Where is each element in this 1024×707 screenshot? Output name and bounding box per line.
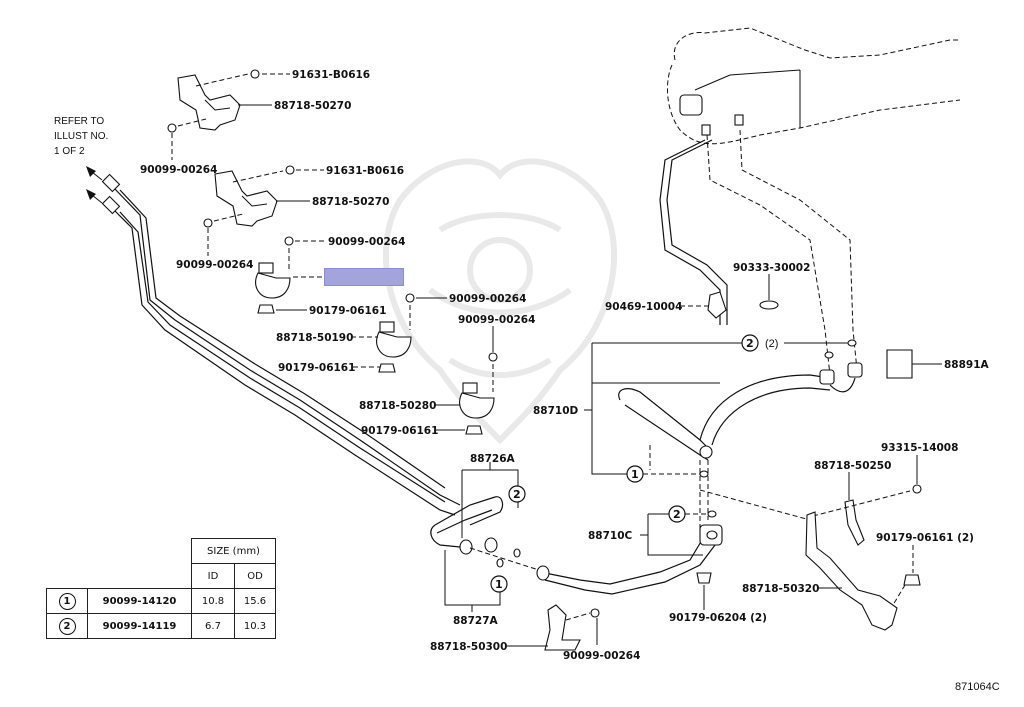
part-label-90469-10004[interactable]: 90469-10004 — [605, 301, 682, 313]
refer-note-line1: REFER TO — [54, 116, 104, 127]
part-label-90099-00264-b[interactable]: 90099-00264 — [176, 259, 253, 271]
nut-90179-06204 — [696, 572, 712, 584]
left-pipe-assembly — [101, 173, 461, 516]
bracket-88718-50300 — [544, 604, 600, 651]
figure-id: 871064C — [955, 681, 1000, 693]
table-row: 1 90099-14120 10.8 15.6 — [46, 588, 276, 614]
part-label-88710d[interactable]: 88710D — [533, 405, 579, 417]
clamp-88718-50280 — [459, 352, 498, 435]
bracket-88718-50320 — [805, 511, 898, 631]
refer-note-line2: ILLUST NO. — [54, 131, 108, 142]
callout-2-qty: (2) — [765, 338, 778, 350]
part-label-91631-b0616-b[interactable]: 91631-B0616 — [326, 165, 404, 177]
part-label-90099-00264-f[interactable]: 90099-00264 — [563, 650, 640, 662]
part-label-88727a[interactable]: 88727A — [453, 615, 499, 627]
part-label-90099-00264-a[interactable]: 90099-00264 — [140, 164, 217, 176]
clip-90469-10004 — [707, 291, 727, 319]
part-label-90179-06161-b[interactable]: 90179-06161 — [278, 362, 355, 374]
bracket-88718-50270-lower — [203, 165, 295, 228]
callout-number: 2 — [513, 488, 521, 501]
highlighted-part-label[interactable] — [324, 268, 404, 286]
part-label-90179-06204[interactable]: 90179-06204 (2) — [669, 612, 767, 624]
inner-diameter: 10.8 — [191, 588, 235, 614]
callout-number: 1 — [631, 468, 639, 481]
part-label-88718-50270-b[interactable]: 88718-50270 — [312, 196, 389, 208]
part-label-88718-50320[interactable]: 88718-50320 — [742, 583, 819, 595]
callout-2-88726a — [508, 485, 526, 503]
part-label-90179-06161-c[interactable]: 90179-06161 — [361, 425, 438, 437]
part-label-88891a[interactable]: 88891A — [944, 359, 990, 371]
outer-diameter: 15.6 — [234, 588, 276, 614]
ref-badge: 2 — [58, 617, 76, 635]
part-label-88718-50250[interactable]: 88718-50250 — [814, 460, 891, 472]
nut-90179-06161-d — [903, 574, 921, 586]
outer-diameter: 10.3 — [234, 613, 276, 639]
part-label-90099-00264-c[interactable]: 90099-00264 — [328, 236, 405, 248]
size-table: SIZE (mm) ID OD 1 90099-14120 10.8 15.6 … — [46, 538, 276, 639]
tank-component — [659, 27, 961, 325]
watermark-emblem — [382, 158, 618, 445]
part-number[interactable]: 90099-14120 — [87, 588, 192, 614]
callout-number: 2 — [746, 337, 754, 350]
part-label-90333-30002[interactable]: 90333-30002 — [733, 262, 810, 274]
refer-note-line3: 1 OF 2 — [54, 146, 85, 157]
pipe-88726a — [430, 496, 504, 555]
table-header-row: SIZE (mm) — [47, 538, 276, 564]
part-label-90099-00264-d[interactable]: 90099-00264 — [449, 293, 526, 305]
ref-badge: 1 — [58, 592, 76, 610]
bracket-88718-50250 — [844, 499, 865, 546]
part-label-88710c[interactable]: 88710C — [588, 530, 633, 542]
table-subheader-row: ID OD — [47, 563, 276, 589]
grommet-90333-30002 — [759, 300, 779, 310]
clamp-88718-50190 — [376, 293, 415, 373]
sleeve-88891a — [886, 349, 913, 379]
part-label-88718-50190[interactable]: 88718-50190 — [276, 332, 353, 344]
part-label-90099-00264-e[interactable]: 90099-00264 — [458, 314, 535, 326]
part-label-93315-14008[interactable]: 93315-14008 — [881, 442, 958, 454]
callout-2-88710d — [741, 334, 759, 352]
header-size: SIZE (mm) — [191, 538, 276, 564]
header-id: ID — [191, 563, 235, 589]
part-label-88718-50270-a[interactable]: 88718-50270 — [274, 100, 351, 112]
callout-number: 2 — [673, 508, 681, 521]
inner-diameter: 6.7 — [191, 613, 235, 639]
part-label-88726a[interactable]: 88726A — [470, 453, 516, 465]
clamp-upper — [255, 236, 294, 314]
refer-arrows — [86, 166, 103, 204]
part-label-91631-b0616-a[interactable]: 91631-B0616 — [292, 69, 370, 81]
pipe-88710d — [618, 362, 863, 461]
table-row: 2 90099-14119 6.7 10.3 — [46, 613, 276, 639]
header-od: OD — [234, 563, 276, 589]
part-label-88718-50300[interactable]: 88718-50300 — [430, 641, 507, 653]
part-number[interactable]: 90099-14119 — [87, 613, 192, 639]
callout-1-88727a — [490, 575, 508, 593]
part-label-88718-50280[interactable]: 88718-50280 — [359, 400, 436, 412]
part-label-90179-06161-a[interactable]: 90179-06161 — [309, 305, 386, 317]
callout-number: 1 — [495, 578, 503, 591]
bracket-88718-50270-upper — [167, 69, 260, 133]
part-label-90179-06161-d[interactable]: 90179-06161 (2) — [876, 532, 974, 544]
